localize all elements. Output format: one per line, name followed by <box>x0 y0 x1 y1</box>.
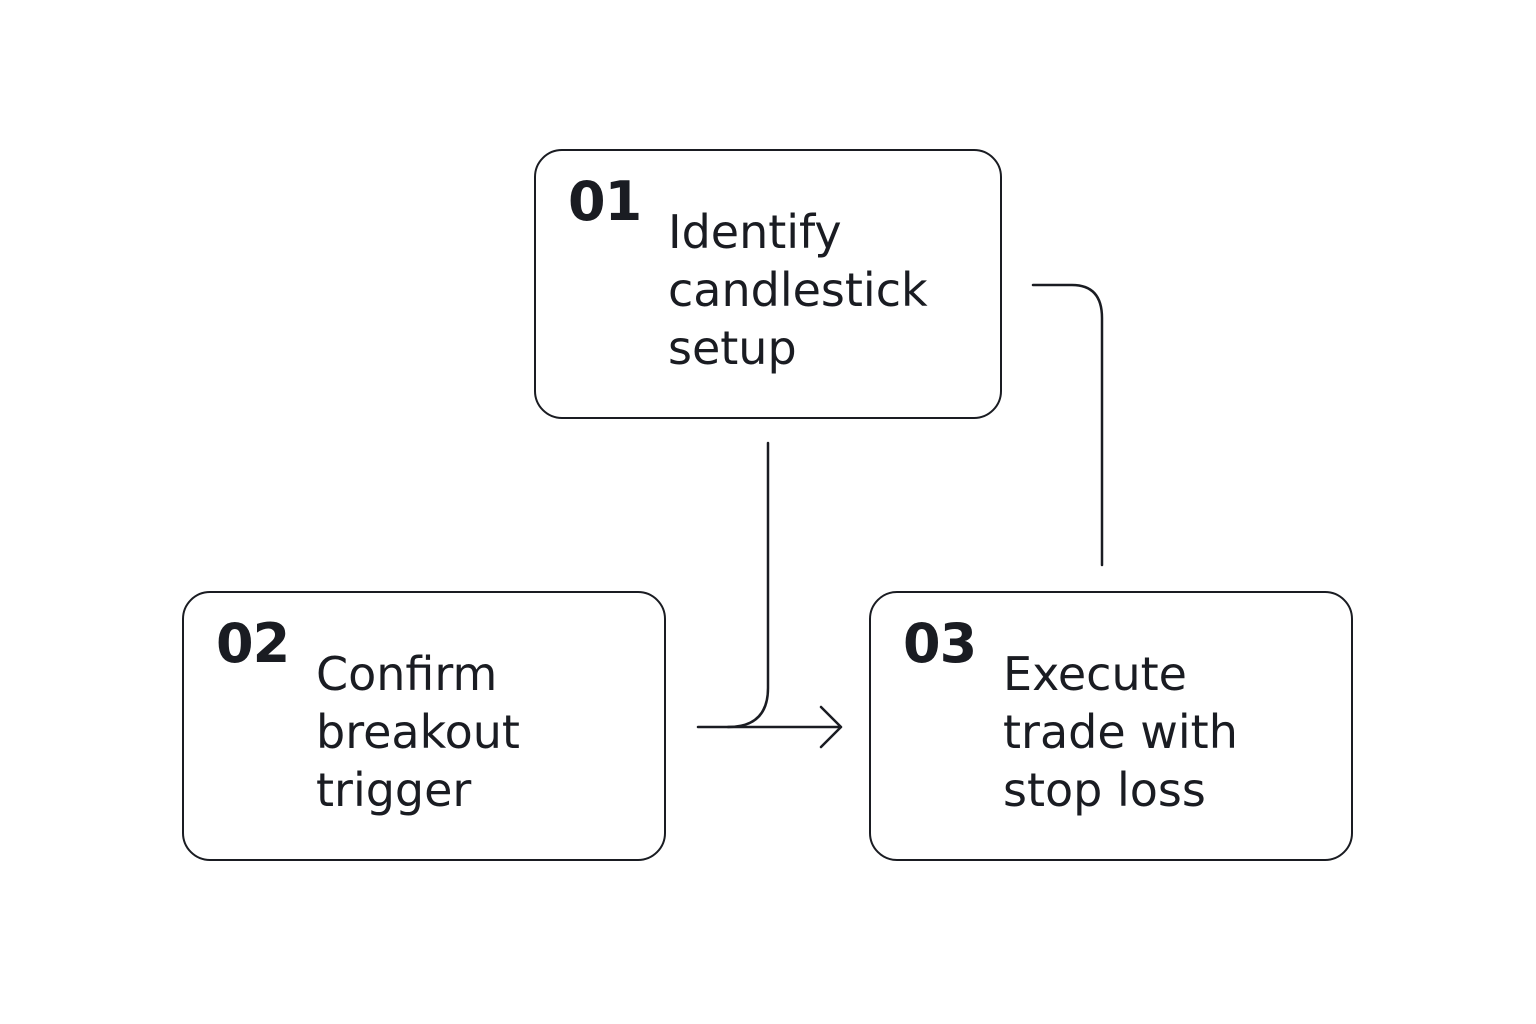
step-box-03: 03 Execute trade with stop loss <box>869 591 1353 861</box>
step-label-line: breakout <box>316 705 520 759</box>
step-label-line: trigger <box>316 763 472 817</box>
connector-step1-to-step3 <box>1031 283 1104 567</box>
step-number: 03 <box>903 612 977 675</box>
step-number: 02 <box>216 612 290 675</box>
step-label-line: stop loss <box>1003 763 1206 817</box>
step-box-01: 01 Identify candlestick setup <box>534 149 1002 419</box>
step-label: Identify candlestick setup <box>668 203 928 377</box>
step-box-02: 02 Confirm breakout trigger <box>182 591 666 861</box>
connector-step1-to-arrow <box>726 441 770 729</box>
arrow-step2-to-step3 <box>696 705 843 749</box>
step-label-line: candlestick <box>668 263 928 317</box>
step-label-line: trade with <box>1003 705 1238 759</box>
step-label-line: Execute <box>1003 647 1187 701</box>
step-label-line: Identify <box>668 205 842 259</box>
step-label: Confirm breakout trigger <box>316 645 520 819</box>
step-number: 01 <box>568 170 642 233</box>
step-label-line: Confirm <box>316 647 498 701</box>
step-label-line: setup <box>668 321 797 375</box>
step-label: Execute trade with stop loss <box>1003 645 1238 819</box>
